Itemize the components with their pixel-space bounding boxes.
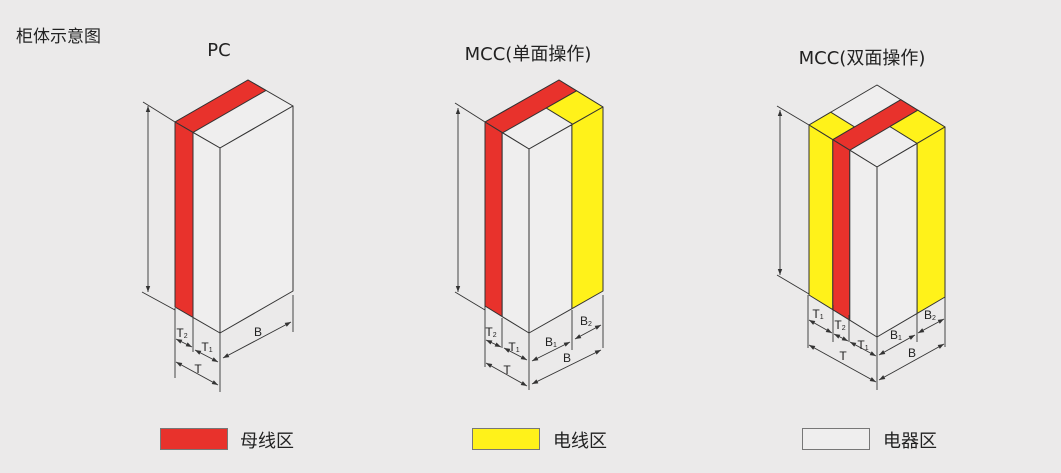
arrowhead-icon [176,339,183,344]
mcc-single-right-cable-zone [571,106,604,310]
dimension-label: B2 [924,308,936,322]
arrowhead-icon [594,325,601,330]
mcc-single-right-device-zone [528,124,573,334]
dimension-line [485,362,528,387]
dimension-label: T [194,362,202,376]
legend-swatch-cable [472,428,540,450]
arrowhead-icon [455,286,461,292]
dimension-line [878,343,945,381]
arrowhead-icon [195,350,202,355]
legend-swatch-busbar [160,428,228,450]
arrowhead-icon [879,375,886,380]
arrowhead-icon [563,342,570,347]
mcc-double-left-device-zone [849,149,878,338]
arrowhead-icon [575,334,582,339]
arrowhead-icon [223,353,230,358]
dimension-label: T2 [176,326,187,340]
arrowhead-icon [455,108,461,114]
pc-right-device-zone [219,105,294,334]
mcc-double-left-cable-zone [808,124,834,311]
dimension-label: T2 [834,318,845,332]
dimension-label: T [839,349,847,363]
extension-line [142,101,176,123]
pc-left-device-zone [192,131,221,334]
arrowhead-icon [532,356,539,361]
dimension-line [175,361,219,386]
arrowhead-icon [520,355,527,360]
dimension-label: T1 [857,338,868,352]
dimension-line [878,334,916,356]
arrowhead-icon [937,319,944,324]
mcc-single-left-busbar-zone [484,121,503,318]
arrowhead-icon [486,340,493,345]
arrowhead-icon [145,286,151,292]
arrowhead-icon [825,328,832,333]
dimension-label: T1 [812,307,823,321]
dimension-label: T1 [201,340,212,354]
dimension-line [531,349,602,385]
dimension-line [531,341,571,362]
arrowhead-icon [809,345,816,350]
legend-label-device: 电器区 [883,431,937,452]
arrowhead-icon [809,320,816,325]
arrowhead-icon [777,269,783,275]
arrowhead-icon [869,351,876,356]
arrowhead-icon [211,357,218,362]
arrowhead-icon [908,335,915,340]
dimension-label: B2 [580,314,592,328]
dimension-label: B [254,325,262,339]
legend-label-busbar: 母线区 [240,431,294,452]
arrowhead-icon [937,344,944,349]
arrowhead-icon [520,381,527,386]
pc-left-busbar-zone [174,121,194,318]
legend-label-cable: 电线区 [553,431,607,452]
mcc-double-right-device-zone [876,142,918,338]
extension-line [454,291,486,311]
arrowhead-icon [850,342,857,347]
dimension-label: T [503,363,511,377]
arrowhead-icon [145,106,151,112]
dimension-line [808,344,877,383]
pc-title: PC [207,40,231,61]
arrowhead-icon [834,334,841,339]
arrowhead-icon [486,363,493,368]
extension-line [776,105,810,126]
dimension-line [222,321,292,359]
extension-line [454,102,486,123]
dimension-label: B [563,351,571,365]
legend-swatch-device [802,428,870,450]
arrowhead-icon [504,348,511,353]
mcc-double-left-busbar-zone [832,139,851,321]
extension-line [141,291,176,311]
arrowhead-icon [777,110,783,116]
arrowhead-icon [176,362,183,367]
dimension-label: B1 [890,328,902,342]
arrowhead-icon [869,377,876,382]
mcc-single-title: MCC(单面操作) [464,44,592,65]
arrowhead-icon [494,342,501,347]
dimension-label: T1 [508,340,519,354]
arrowhead-icon [185,342,192,347]
arrowhead-icon [918,328,925,333]
mcc-double-right-cable-zone [916,126,946,314]
dimension-label: B [908,346,916,360]
arrowhead-icon [594,350,601,355]
dimension-label: B1 [545,335,557,349]
arrowhead-icon [211,380,218,385]
mcc-double-title: MCC(双面操作) [798,48,926,69]
dimension-label: T2 [485,325,496,339]
arrowhead-icon [879,350,886,355]
arrowhead-icon [284,322,291,327]
page-title: 柜体示意图 [16,27,101,47]
arrowhead-icon [532,379,539,384]
arrowhead-icon [841,336,848,341]
extension-line [776,274,810,295]
mcc-single-left-device-zone [501,132,530,334]
